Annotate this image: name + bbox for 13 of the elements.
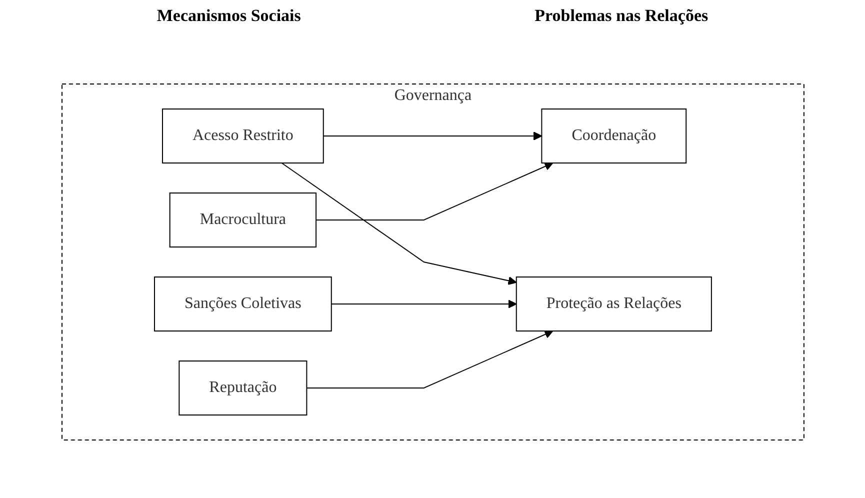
column-heading: Mecanismos Sociais bbox=[156, 6, 301, 27]
arrow bbox=[330, 300, 516, 308]
node-box: Reputação bbox=[178, 360, 307, 416]
arrow bbox=[306, 330, 553, 388]
node-box: Sanções Coletivas bbox=[154, 276, 332, 332]
node-box: Coordenação bbox=[540, 108, 686, 164]
arrow bbox=[280, 162, 516, 286]
arrow bbox=[315, 162, 553, 220]
node-box: Macrocultura bbox=[168, 192, 316, 248]
node-box: Proteção as Relações bbox=[515, 276, 712, 332]
node-box: Acesso Restrito bbox=[162, 108, 324, 164]
column-heading: Problemas nas Relações bbox=[534, 6, 708, 27]
arrow bbox=[322, 132, 542, 140]
